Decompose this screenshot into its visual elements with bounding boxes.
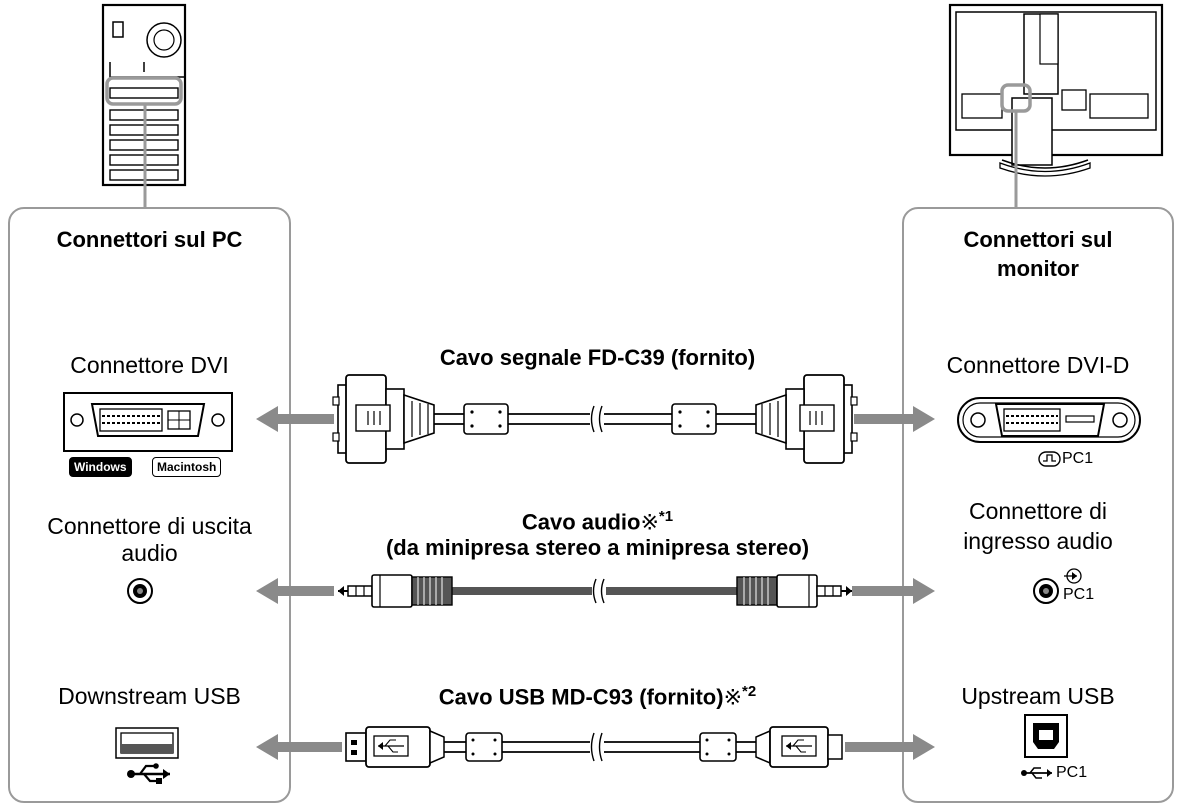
arrow-right-icon (845, 734, 935, 760)
monitor-usb-upstream-label: Upstream USB (961, 683, 1115, 709)
arrow-right-icon (852, 578, 935, 604)
usb-cable-icon (345, 726, 843, 768)
usb-a-port-icon (115, 727, 179, 759)
usb-symbol-icon (1021, 767, 1052, 779)
pc-connectors-panel (8, 207, 291, 803)
audio-jack-icon (1033, 578, 1059, 604)
usb-cable-label: Cavo USB MD-C93 (fornito)※*2 (300, 683, 895, 710)
audio-port-pc1-label: PC1 (1063, 586, 1095, 603)
pc-panel-title: Connettori sul PC (56, 227, 243, 252)
pc-tower-icon (101, 3, 187, 207)
footnote-mark: ※ (640, 509, 659, 535)
audio-cable-label-line2: (da minipresa stereo a minipresa stereo) (385, 535, 810, 560)
audio-jack-icon (127, 578, 153, 604)
signal-cable-label: Cavo segnale FD-C39 (fornito) (439, 345, 756, 370)
usb-port-pc1-label: PC1 (1056, 764, 1088, 781)
pc-dvi-label: Connettore DVI (70, 352, 229, 378)
usb-b-port-icon (1024, 714, 1068, 758)
arrow-right-icon (854, 406, 935, 432)
dvi-cable-icon (332, 374, 858, 464)
audio-cable-footnote: *1 (658, 508, 674, 525)
audio-cable-icon (338, 574, 852, 608)
usb-cable-name: Cavo USB MD-C93 (fornito) (438, 684, 724, 710)
usb-symbol-icon (127, 763, 170, 784)
macintosh-badge: Macintosh (152, 457, 222, 477)
monitor-audio-in-label-line2: ingresso audio (963, 528, 1113, 554)
pc-audio-out-label-line1: Connettore di uscita (47, 513, 252, 539)
dvi-port-icon (63, 392, 233, 452)
pc-usb-downstream-label: Downstream USB (58, 683, 241, 709)
dvi-port-icon (957, 397, 1141, 443)
pc-audio-out-label-line2: audio (121, 540, 178, 566)
monitor-panel-title-line2: monitor (997, 256, 1079, 281)
dvi-port-pc1-label: PC1 (1062, 450, 1094, 467)
digital-signal-icon (1038, 451, 1061, 467)
arrow-left-icon (256, 406, 334, 432)
monitor-audio-in-label-line1: Connettore di (968, 498, 1108, 524)
usb-cable-footnote: *2 (742, 683, 757, 700)
audio-cable-label-line1: Cavo audio※*1 (300, 508, 895, 535)
monitor-panel-title-line1: Connettori sul (963, 227, 1113, 252)
footnote-mark: ※ (723, 684, 743, 710)
arrow-left-icon (256, 734, 342, 760)
audio-cable-name: Cavo audio (521, 509, 641, 535)
monitor-back-icon (948, 3, 1164, 207)
windows-badge: Windows (69, 457, 132, 477)
audio-input-icon (1064, 568, 1082, 584)
monitor-dvi-d-label: Connettore DVI-D (946, 352, 1130, 378)
arrow-left-icon (256, 578, 334, 604)
monitor-connectors-panel (902, 207, 1174, 803)
